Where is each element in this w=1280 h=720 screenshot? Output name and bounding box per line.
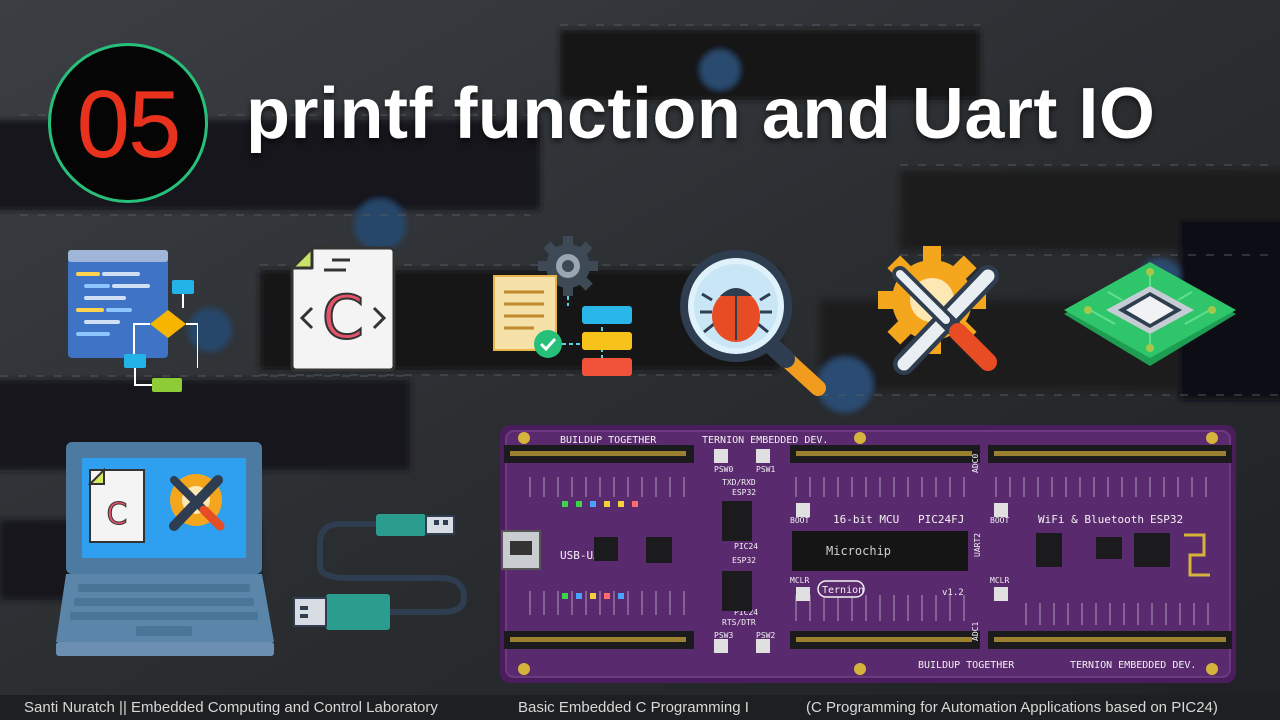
boot-label-1: BOOT bbox=[790, 516, 809, 525]
footer-author: Santi Nuratch || Embedded Computing and … bbox=[24, 699, 438, 716]
usb-cable-icon bbox=[293, 514, 468, 630]
footer-subtitle: (C Programming for Automation Applicatio… bbox=[806, 699, 1218, 716]
switch-psw2: PSW2 bbox=[756, 631, 775, 640]
c-file-icon: C bbox=[290, 246, 396, 372]
flowchart-icon bbox=[68, 250, 198, 392]
esp-label: ESP32 bbox=[1150, 513, 1183, 526]
board-top-label-2: TERNION EMBEDDED DEV. bbox=[702, 435, 828, 446]
episode-number: 05 bbox=[76, 71, 182, 178]
switch-psw3: PSW3 bbox=[714, 631, 733, 640]
laptop-icon: C bbox=[56, 442, 274, 656]
uart-label-esp-2: ESP32 bbox=[732, 556, 756, 565]
mcu-part-label: PIC24FJ bbox=[918, 513, 964, 526]
wifi-label: WiFi & Bluetooth bbox=[1038, 513, 1144, 526]
chip-board-icon bbox=[1064, 262, 1236, 366]
uart-label-rts: RTS/DTR bbox=[722, 618, 756, 627]
board-bottom-label-1: BUILDUP TOGETHER bbox=[918, 660, 1015, 671]
c-letter: C bbox=[322, 283, 364, 353]
uart-label-esp-1: ESP32 bbox=[732, 488, 756, 497]
version-label: v1.2 bbox=[942, 588, 964, 598]
mcu-label: 16-bit MCU bbox=[833, 513, 899, 526]
bug-search-icon bbox=[680, 250, 826, 396]
uart-label-pic-2: PIC24 bbox=[734, 608, 758, 617]
dev-board: BUILDUP TOGETHER TERNION EMBEDDED DEV. B… bbox=[500, 425, 1236, 683]
uart-label-pic-1: PIC24 bbox=[734, 542, 758, 551]
mclr-label-1: MCLR bbox=[790, 576, 809, 585]
svg-text:C: C bbox=[107, 497, 128, 532]
tools-gear-icon bbox=[878, 246, 999, 375]
adc0-label: ADC0 bbox=[971, 454, 980, 473]
video-title: printf function and Uart IO bbox=[246, 74, 1156, 154]
brand-label: Ternion bbox=[822, 585, 864, 596]
process-checklist-icon bbox=[493, 236, 632, 376]
footer-bar: Santi Nuratch || Embedded Computing and … bbox=[0, 695, 1280, 720]
mcu-maker-label: Microchip bbox=[826, 544, 891, 558]
switch-psw1: PSW1 bbox=[756, 465, 775, 474]
footer-course: Basic Embedded C Programming I bbox=[518, 699, 749, 716]
uart-label-txd: TXD/RXD bbox=[722, 478, 756, 487]
board-top-label-1: BUILDUP TOGETHER bbox=[560, 435, 657, 446]
mclr-label-2: MCLR bbox=[990, 576, 1009, 585]
episode-number-badge: 05 bbox=[48, 43, 208, 203]
adc1-label: ADC1 bbox=[971, 622, 980, 641]
board-bottom-label-2: TERNION EMBEDDED DEV. bbox=[1070, 660, 1196, 671]
switch-psw0: PSW0 bbox=[714, 465, 733, 474]
boot-label-2: BOOT bbox=[990, 516, 1009, 525]
uart2-label: UART2 bbox=[973, 533, 982, 557]
